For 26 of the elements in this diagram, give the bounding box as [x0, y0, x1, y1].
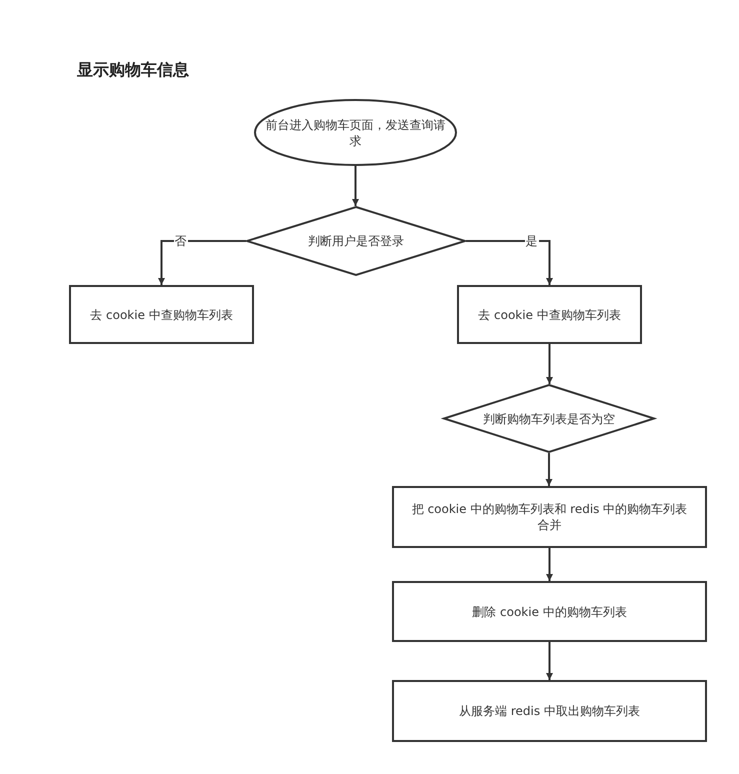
node-text: 前台进入购物车页面，发送查询请求 — [264, 116, 446, 148]
arrow — [466, 240, 553, 285]
process-box — [392, 581, 707, 642]
arrow — [546, 642, 553, 680]
node-text: 判断购物车列表是否为空 — [483, 410, 615, 426]
arrow — [158, 240, 246, 285]
diagram-title: 显示购物车信息 — [77, 60, 189, 81]
decision-diamond — [246, 206, 466, 276]
node-text: 把 cookie 中的购物车列表和 redis 中的购物车列表合并 — [410, 501, 688, 533]
arrow — [546, 453, 552, 486]
process-box — [392, 680, 707, 742]
node-text: 判断用户是否登录 — [308, 233, 404, 249]
edge-label: 是 — [524, 234, 538, 248]
process-box — [69, 285, 254, 344]
arrow — [352, 166, 359, 206]
decision-diamond — [443, 384, 655, 453]
edge-label: 否 — [174, 234, 188, 248]
node-text: 从服务端 redis 中取出购物车列表 — [459, 703, 640, 719]
node-text: 去 cookie 中查购物车列表 — [90, 306, 233, 322]
node-text: 删除 cookie 中的购物车列表 — [472, 604, 627, 620]
node-text: 去 cookie 中查购物车列表 — [478, 306, 621, 322]
process-box — [392, 486, 707, 548]
arrow — [546, 548, 553, 581]
process-box — [457, 285, 642, 344]
start-ellipse — [254, 99, 457, 166]
arrow — [546, 344, 553, 384]
